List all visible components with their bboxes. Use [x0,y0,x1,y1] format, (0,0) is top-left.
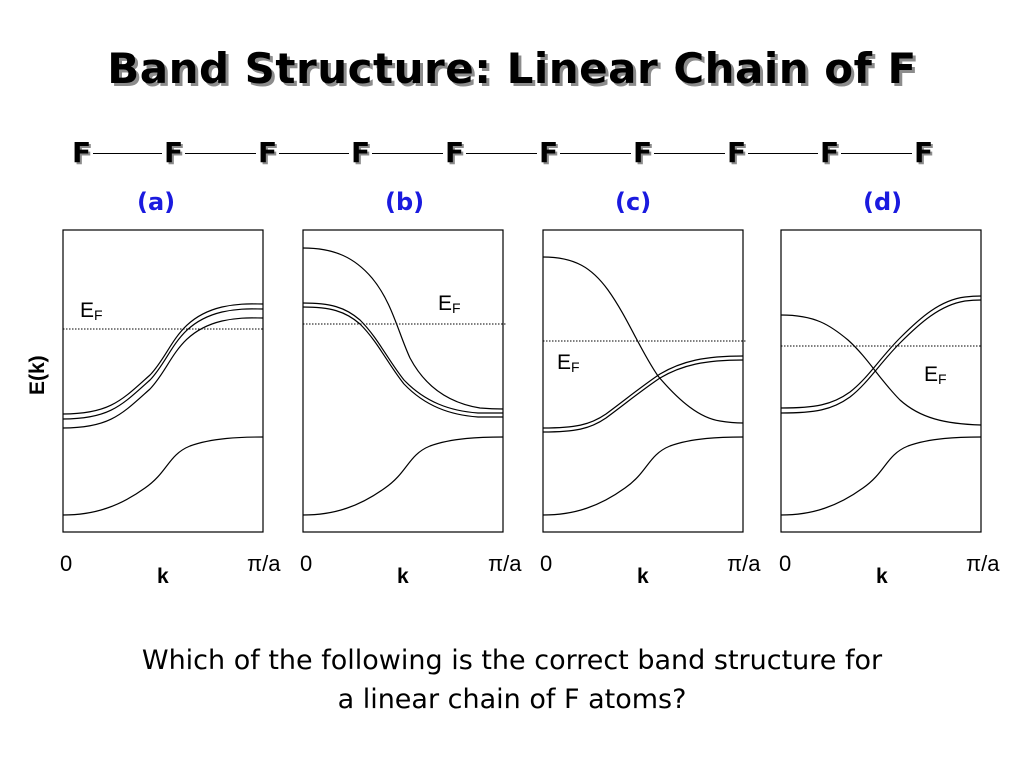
k-start-label-b: 0 [300,551,313,576]
band-c-lower [542,436,744,516]
k-end-label-c: π/a [727,551,761,576]
chain-atom: F [70,136,94,170]
k-start-label-d: 0 [779,551,792,576]
band-d-upper-1 [780,295,982,409]
band-c-upper-2 [542,359,744,433]
panel-frame-b [302,229,504,533]
band-a-upper-1 [62,303,264,415]
panel-label-a: (a) [137,188,176,216]
band-a-upper-2 [62,308,264,420]
band-d-cross [780,314,982,426]
band-d-upper-2 [780,299,982,414]
band-c-upper-1 [542,355,744,429]
fermi-label-d: EF [924,363,947,387]
question-text: Which of the following is the correct ba… [0,641,1024,719]
chain-atom: F [631,136,655,170]
slide-title: Band Structure: Linear Chain of F [107,44,917,93]
panel-frame-a [62,229,264,533]
chain-atom: F [725,136,749,170]
chain-atom: F [162,136,186,170]
panel-label-b: (b) [385,188,425,216]
chain-atom: F [818,136,842,170]
fermi-label-a: EF [80,299,103,323]
k-end-label-b: π/a [488,551,522,576]
k-end-label-d: π/a [966,551,1000,576]
panel-label-d: (d) [863,188,903,216]
band-b-upper-2 [302,302,503,414]
panel-frame-d [780,229,982,533]
chain-atom: F [443,136,467,170]
chain-atom: F [256,136,280,170]
panel-label-c: (c) [615,188,652,216]
chain-atom: F [912,136,936,170]
band-a-upper-3 [62,317,264,429]
panel-frame-c [542,229,744,533]
band-b-upper-3 [302,306,503,418]
k-end-label-a: π/a [247,551,281,576]
k-start-label-c: 0 [540,551,553,576]
question-line-2: a linear chain of F atoms? [337,684,687,715]
k-start-label-a: 0 [60,551,73,576]
band-a-lower [62,436,264,516]
k-axis-label-a: k [157,565,169,588]
chain-atom: F [537,136,561,170]
band-b-lower [302,436,504,516]
k-axis-label-c: k [637,565,649,588]
band-d-lower [780,436,982,516]
fermi-label-b: EF [438,292,461,316]
band-c-cross [542,256,744,424]
chain-bond-line [82,153,928,154]
k-axis-label-d: k [876,565,888,588]
chain-atom: F [349,136,373,170]
fermi-label-c: EF [557,351,580,375]
band-b-upper-1 [302,247,504,410]
question-line-1: Which of the following is the correct ba… [141,645,883,676]
k-axis-label-b: k [397,565,409,588]
